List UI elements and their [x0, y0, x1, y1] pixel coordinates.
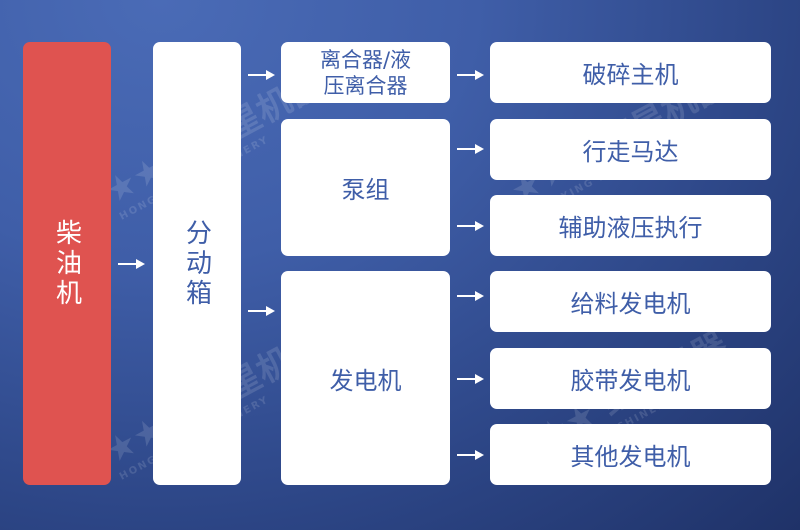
node-label: 分动箱 [181, 218, 212, 309]
node-label: 压离合器 [323, 73, 408, 98]
node-pump: 泵组 [281, 119, 450, 256]
arrow-icon [457, 144, 484, 154]
node-label: 行走马达 [582, 138, 679, 166]
node-gearbox: 分动箱 [153, 42, 241, 485]
arrow-icon [457, 221, 484, 231]
node-engine: 柴油机 [23, 42, 111, 485]
node-feeder-gen: 给料发电机 [490, 271, 771, 332]
node-label: 胶带发电机 [570, 367, 691, 395]
node-label: 其他发电机 [570, 443, 691, 471]
arrow-icon [457, 374, 484, 384]
node-label: 泵组 [341, 176, 390, 204]
arrow-icon [118, 259, 145, 269]
node-label: 发电机 [329, 366, 402, 395]
arrow-icon [248, 306, 275, 316]
node-travel-motor: 行走马达 [490, 119, 771, 180]
node-label: 破碎主机 [582, 61, 679, 89]
node-belt-gen: 胶带发电机 [490, 348, 771, 409]
node-clutch: 离合器/液 压离合器 [281, 42, 450, 103]
arrow-icon [457, 450, 484, 460]
node-aux-hydraulic: 辅助液压执行 [490, 195, 771, 256]
node-label: 离合器/液 [319, 47, 412, 72]
node-label: 辅助液压执行 [558, 214, 703, 242]
node-label: 柴油机 [51, 218, 82, 309]
node-generator: 发电机 [281, 271, 450, 485]
arrow-icon [457, 70, 484, 80]
arrow-icon [248, 70, 275, 80]
node-label: 给料发电机 [570, 290, 691, 318]
node-crusher: 破碎主机 [490, 42, 771, 103]
node-other-gen: 其他发电机 [490, 424, 771, 485]
arrow-icon [457, 291, 484, 301]
